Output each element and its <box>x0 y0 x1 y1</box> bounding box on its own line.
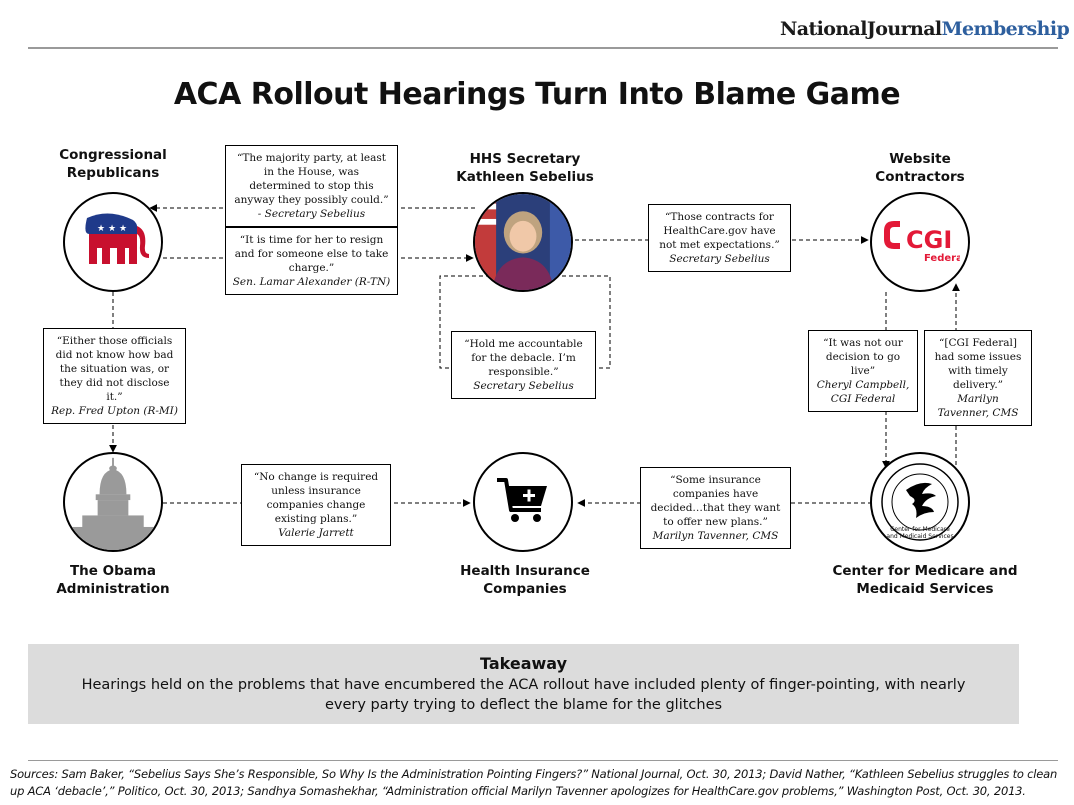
page-title: ACA Rollout Hearings Turn Into Blame Gam… <box>173 77 901 112</box>
quote-3-attribution: Secretary Sebelius <box>669 253 770 265</box>
takeaway-box: Takeaway Hearings held on the problems t… <box>28 644 1019 724</box>
label-republicans: Congressional Republicans <box>59 147 167 181</box>
svg-text:★: ★ <box>119 224 127 234</box>
quote-2-text: “It is time for her to resign and for so… <box>234 234 389 274</box>
cms-node <box>870 452 970 552</box>
cms-seal-caption: Center for Medicare and Medicaid Service… <box>886 526 954 540</box>
capitol-dome-icon <box>66 457 160 550</box>
label-sebelius: HHS Secretary Kathleen Sebelius <box>456 151 594 185</box>
label-obama: The Obama Administration <box>56 563 170 597</box>
obama-node <box>63 452 163 552</box>
quote-box-5: “Either those officials did not know how… <box>43 328 186 424</box>
quote-2-attribution: Sen. Lamar Alexander (R-TN) <box>232 276 391 288</box>
quote-box-2: “It is time for her to resign and for so… <box>225 227 398 295</box>
label-contractors: Website Contractors <box>875 151 965 185</box>
header-rule <box>28 47 1058 49</box>
insurers-node <box>473 452 573 552</box>
quote-box-1: “The majority party, at least in the Hou… <box>225 145 398 227</box>
label-insurers: Health Insurance Companies <box>460 563 590 597</box>
gop-elephant-icon: ★ ★ ★ <box>85 213 149 264</box>
sebelius-node <box>473 192 573 292</box>
takeaway-body: Hearings held on the problems that have … <box>81 677 966 713</box>
cgi-logo-icon: CGI Federal <box>884 221 960 264</box>
brand-part-1: NationalJournal <box>780 18 942 40</box>
quote-box-8: “No change is required unless insurance … <box>241 464 391 546</box>
shopping-cart-icon <box>497 478 547 522</box>
quote-3-text: “Those contracts for HealthCare.gov have… <box>659 211 780 251</box>
quote-8-text: “No change is required unless insurance … <box>253 471 379 525</box>
cgi-logo-text: CGI <box>906 226 952 254</box>
svg-text:★: ★ <box>108 224 116 234</box>
quote-6-attribution: Cheryl Campbell, CGI Federal <box>816 379 910 405</box>
cgi-logo-subtext: Federal <box>924 253 960 264</box>
quote-1-attribution: - Secretary Sebelius <box>257 208 366 220</box>
footer-rule <box>28 760 1058 761</box>
hhs-seal-icon <box>881 463 959 541</box>
republicans-node: ★ ★ ★ <box>63 192 163 292</box>
sebelius-portrait-icon <box>475 194 571 290</box>
svg-text:★: ★ <box>97 224 105 234</box>
contractors-node: CGI Federal <box>870 192 970 292</box>
quote-9-text: “Some insurance companies have decided…t… <box>650 474 781 528</box>
quote-6-text: “It was not our decision to go live” <box>823 337 903 377</box>
quote-7-text: “[CGI Federal] had some issues with time… <box>934 337 1022 391</box>
takeaway-heading: Takeaway <box>479 654 568 673</box>
quote-box-4: “Hold me accountable for the debacle. I’… <box>451 331 596 399</box>
quote-1-text: “The majority party, at least in the Hou… <box>234 152 389 206</box>
quote-5-attribution: Rep. Fred Upton (R-MI) <box>51 405 178 417</box>
label-cms: Center for Medicare and Medicaid Service… <box>832 563 1018 597</box>
brand-part-2: Membership <box>941 18 1070 40</box>
brand-logo: NationalJournalMembership <box>780 18 1070 40</box>
quote-box-3: “Those contracts for HealthCare.gov have… <box>648 204 791 272</box>
quote-box-9: “Some insurance companies have decided…t… <box>640 467 791 549</box>
sources-citation: Sources: Sam Baker, “Sebelius Says She’s… <box>10 767 1058 798</box>
quote-box-6: “It was not our decision to go live” Che… <box>808 330 918 412</box>
quote-4-attribution: Secretary Sebelius <box>473 380 574 392</box>
quote-8-attribution: Valerie Jarrett <box>278 527 354 539</box>
quote-7-attribution: Marilyn Tavenner, CMS <box>937 393 1019 419</box>
quote-5-text: “Either those officials did not know how… <box>55 335 174 403</box>
quote-9-attribution: Marilyn Tavenner, CMS <box>652 530 779 542</box>
quote-4-text: “Hold me accountable for the debacle. I’… <box>464 338 583 378</box>
quote-box-7: “[CGI Federal] had some issues with time… <box>924 330 1032 426</box>
